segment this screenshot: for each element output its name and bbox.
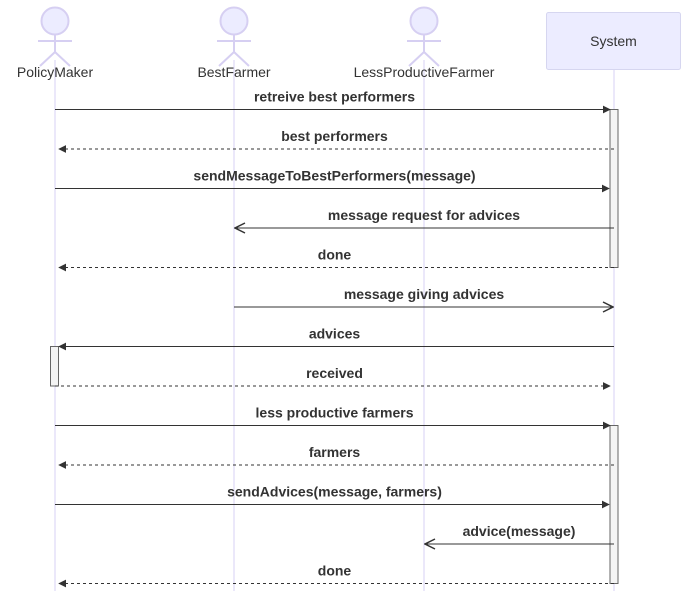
actor-figure-icon bbox=[407, 6, 441, 67]
participant-sys: System bbox=[546, 12, 681, 70]
participant-lpf: LessProductiveFarmer bbox=[354, 6, 495, 80]
message-6: advices bbox=[58, 326, 614, 351]
message-0: retreive best performers bbox=[55, 89, 611, 114]
activation-bar-pm bbox=[50, 346, 59, 387]
participant-label: System bbox=[590, 33, 637, 49]
activation-bar-sys bbox=[609, 425, 619, 584]
message-9: farmers bbox=[58, 444, 614, 469]
message-8: less productive farmers bbox=[55, 405, 611, 430]
message-label: message giving advices bbox=[344, 286, 505, 302]
message-12: done bbox=[58, 563, 614, 588]
message-label: sendMessageToBestPerformers(message) bbox=[193, 168, 475, 184]
participant-pm: PolicyMaker bbox=[17, 6, 94, 80]
message-label: less productive farmers bbox=[256, 405, 414, 421]
message-3: message request for advices bbox=[235, 207, 614, 228]
message-7: received bbox=[55, 365, 611, 390]
message-label: message request for advices bbox=[328, 207, 520, 223]
message-label: best performers bbox=[281, 128, 388, 144]
message-2: sendMessageToBestPerformers(message) bbox=[55, 168, 610, 193]
actor-figure-icon bbox=[38, 6, 72, 67]
message-11: advice(message) bbox=[425, 523, 614, 544]
activation-bar-sys bbox=[609, 109, 619, 268]
message-label: farmers bbox=[309, 444, 361, 460]
message-label: advice(message) bbox=[463, 523, 576, 539]
message-1: best performers bbox=[58, 128, 614, 153]
messages: retreive best performers best performers s… bbox=[55, 89, 614, 588]
participant-label: BestFarmer bbox=[197, 64, 270, 80]
message-label: received bbox=[306, 365, 363, 381]
message-label: sendAdvices(message, farmers) bbox=[227, 484, 442, 500]
participant-bf: BestFarmer bbox=[197, 6, 271, 80]
message-4: done bbox=[58, 247, 614, 272]
participants: PolicyMaker BestFarmer LessProductiveFarme… bbox=[17, 6, 681, 80]
participant-label: PolicyMaker bbox=[17, 64, 94, 80]
message-label: advices bbox=[309, 326, 361, 342]
participant-label: LessProductiveFarmer bbox=[354, 64, 495, 80]
message-5: message giving advices bbox=[234, 286, 613, 307]
actor-figure-icon bbox=[217, 6, 251, 67]
message-label: done bbox=[318, 563, 352, 579]
message-10: sendAdvices(message, farmers) bbox=[55, 484, 610, 509]
message-label: done bbox=[318, 247, 352, 263]
participant-box bbox=[546, 12, 681, 70]
message-label: retreive best performers bbox=[254, 89, 415, 105]
